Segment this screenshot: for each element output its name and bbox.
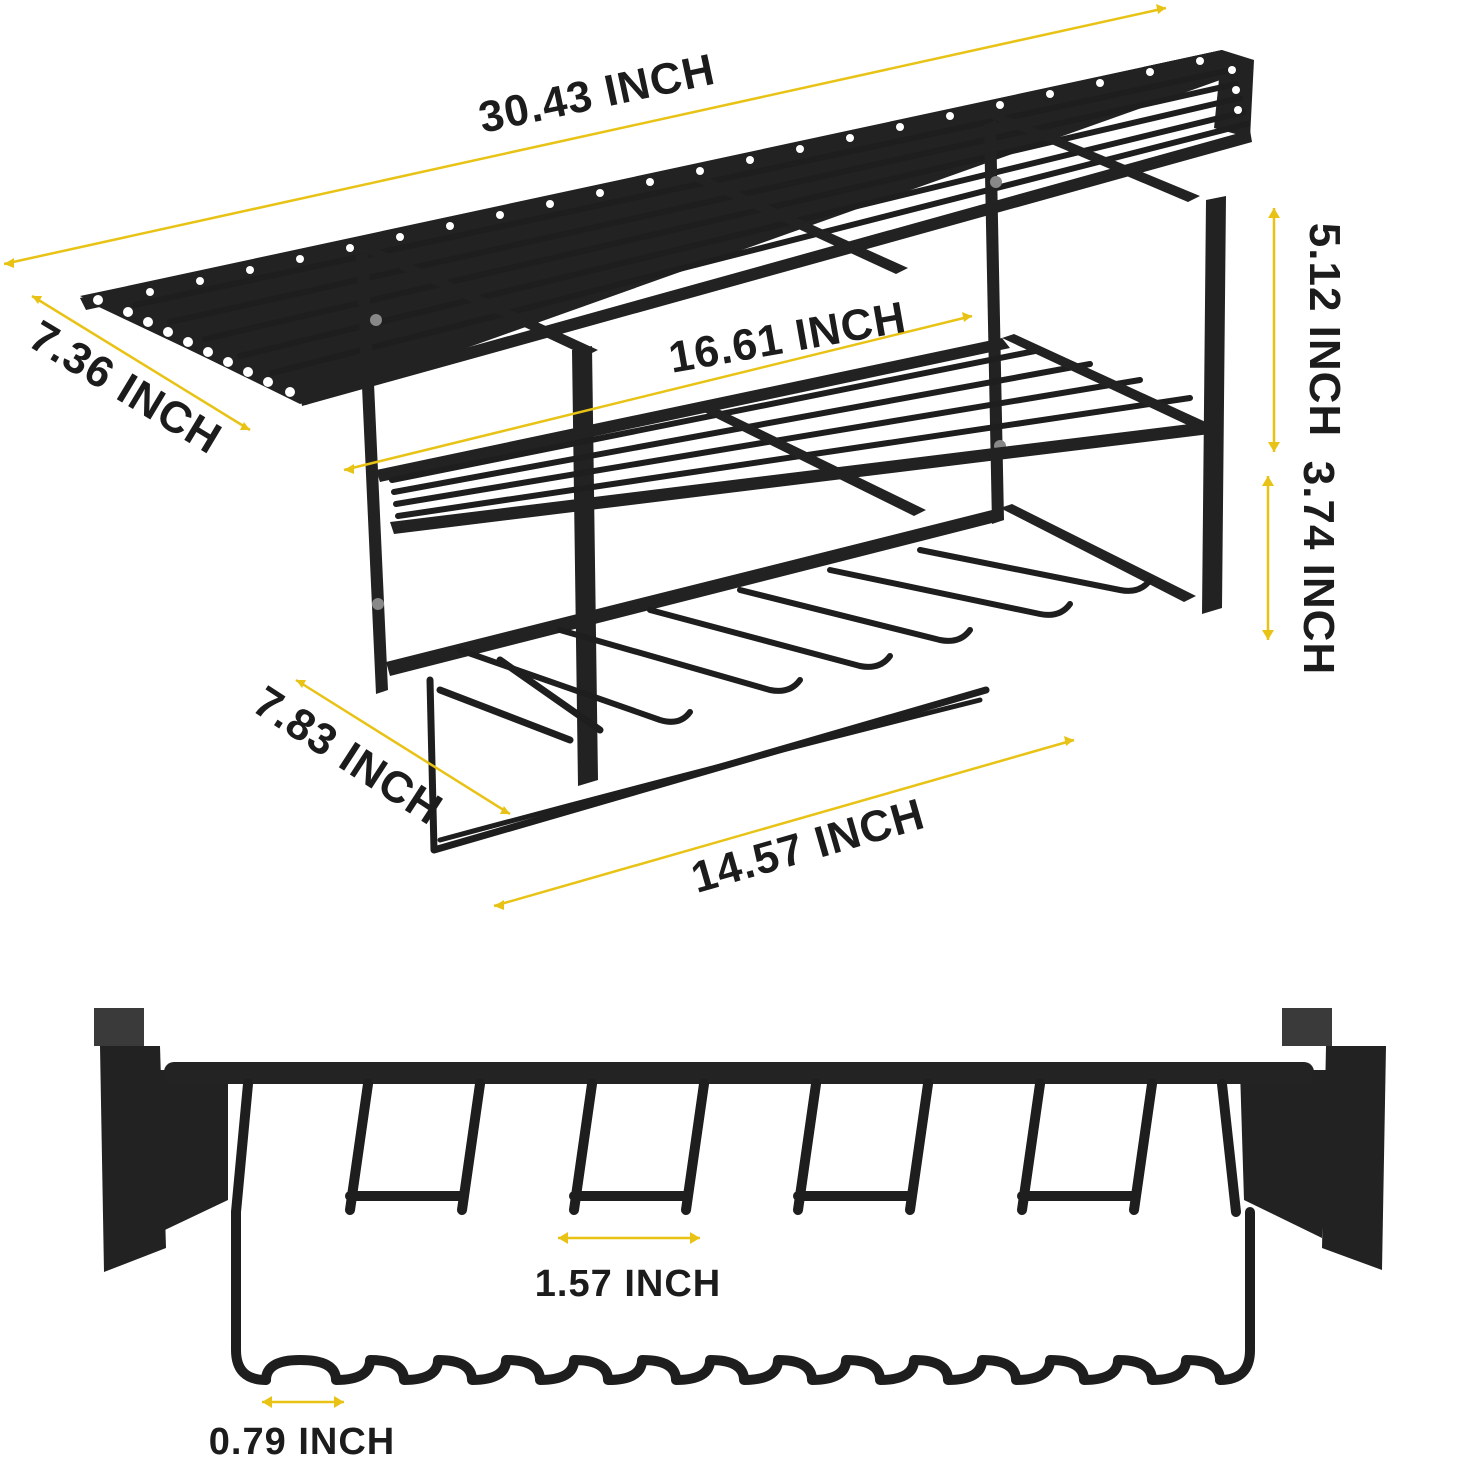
hanger-front-view: 1.57 INCH 0.79 INCH xyxy=(94,1008,1386,1462)
label-lower-height: 3.74 INCH xyxy=(1294,461,1343,675)
dim-lower-height: 3.74 INCH xyxy=(1262,461,1343,675)
label-slot-width: 1.57 INCH xyxy=(535,1263,721,1305)
bottom-hanger xyxy=(386,504,1196,854)
middle-shelf xyxy=(376,334,1210,534)
hanger-top-bar xyxy=(164,1062,1314,1084)
dim-upper-height: 5.12 INCH xyxy=(1268,208,1349,452)
label-hanger-length: 14.57 INCH xyxy=(686,789,930,902)
label-hanger-depth: 7.83 INCH xyxy=(245,677,452,835)
label-upper-height: 5.12 INCH xyxy=(1300,223,1349,437)
dim-notch-width: 0.79 INCH xyxy=(209,1396,395,1462)
dim-slot-width: 1.57 INCH xyxy=(535,1232,721,1305)
rack-isometric-view: 30.43 INCH 7.36 INCH 16.61 INCH 5.12 INC… xyxy=(3,4,1349,910)
label-total-length: 30.43 INCH xyxy=(475,45,720,143)
side-brackets xyxy=(94,1008,1386,1272)
hanger-hooks xyxy=(231,1079,1241,1217)
label-notch-width: 0.79 INCH xyxy=(209,1421,395,1462)
hanger-lower-frame xyxy=(231,1207,1255,1385)
